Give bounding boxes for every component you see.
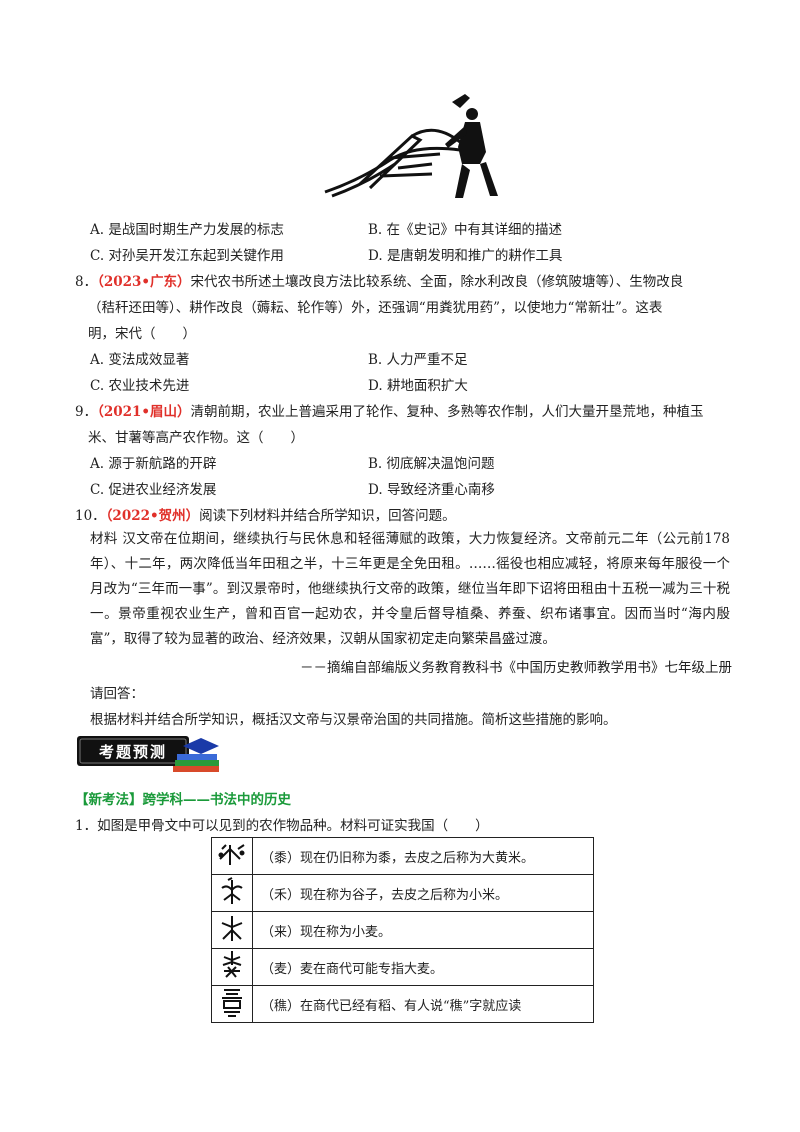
section-heading: 【新考法】跨学科——书法中的历史: [75, 788, 291, 808]
q9-option-a[interactable]: A. 源于新航路的开辟: [90, 456, 217, 472]
q8-option-c[interactable]: C. 农业技术先进: [90, 378, 190, 394]
row-text: （来）现在称为小麦。: [252, 911, 594, 949]
q7-option-d[interactable]: D. 是唐朝发明和推广的耕作工具: [368, 248, 563, 264]
row-text: （麦）麦在商代可能专指大麦。: [252, 948, 594, 986]
q8-option-b[interactable]: B. 人力严重不足: [368, 352, 468, 368]
exam-prediction-badge: 考题预测: [75, 730, 225, 780]
oracle-bone-table: （黍）现在仍旧称为黍，去皮之后称为大黄米。 （禾）现在称为谷子，去皮之后称为小米…: [211, 837, 594, 1023]
q9-source: （2021•眉山）: [97, 404, 191, 420]
q10-citation: －－摘编自部编版义务教育教科书《中国历史教师教学用书》七年级上册: [300, 660, 732, 676]
q8-stem-line1: 8．（2023•广东）宋代农书所述土壤改良方法比较系统、全面，除水利改良（修筑陂…: [75, 274, 684, 290]
glyph-zhuo-icon: [211, 985, 253, 1023]
q7-option-b[interactable]: B. 在《史记》中有其详细的描述: [368, 222, 563, 238]
q8-stem-line2: （秸秆还田等）、耕作改良（薅耘、轮作等）外，还强调“用粪犹用药”，以使地力“常新…: [88, 300, 663, 316]
glyph-mai-icon: [211, 948, 253, 986]
section-tag: 【新考法】: [75, 792, 143, 808]
row-text: （禾）现在称为谷子，去皮之后称为小米。: [252, 874, 594, 912]
plough-illustration: [324, 94, 498, 198]
q7-option-a[interactable]: A. 是战国时期生产力发展的标志: [90, 222, 284, 238]
q8-option-a[interactable]: A. 变法成效显著: [90, 352, 190, 368]
books-icon: [173, 738, 219, 772]
q10-stem: 10．（2022•贺州）阅读下列材料并结合所学知识，回答问题。: [75, 508, 456, 524]
glyph-lai-icon: [211, 911, 253, 949]
q10-material: 材料 汉文帝在位期间，继续执行与民休息和轻徭薄赋的政策，大力恢复经济。文帝前元二…: [90, 531, 730, 647]
q9-stem-line1: 9．（2021•眉山）清朝前期，农业上普遍采用了轮作、复种、多熟等农作制，人们大…: [75, 404, 704, 420]
q8-stem-line3: 明，宋代（ ）: [88, 326, 196, 342]
section-title: 跨学科——书法中的历史: [142, 792, 292, 808]
q9-option-b[interactable]: B. 彻底解决温饱问题: [368, 456, 495, 472]
q9-stem-line2: 米、甘薯等高产农作物。这（ ）: [88, 430, 304, 446]
table-row: （来）现在称为小麦。: [211, 911, 594, 949]
q7-option-c[interactable]: C. 对孙吴开发江东起到关键作用: [90, 248, 284, 264]
q10-task: 根据材料并结合所学知识，概括汉文帝与汉景帝治国的共同措施。简析这些措施的影响。: [90, 712, 617, 728]
q9-option-c[interactable]: C. 促进农业经济发展: [90, 482, 217, 498]
table-row: （穛）在商代已经有稻、有人说“穛”字就应读: [211, 985, 594, 1023]
row-text: （穛）在商代已经有稻、有人说“穛”字就应读: [252, 985, 594, 1023]
glyph-he-icon: [211, 874, 253, 912]
table-row: （黍）现在仍旧称为黍，去皮之后称为大黄米。: [211, 837, 594, 875]
badge-text: 考题预测: [99, 743, 167, 761]
q8-option-d[interactable]: D. 耕地面积扩大: [368, 378, 468, 394]
table-row: （禾）现在称为谷子，去皮之后称为小米。: [211, 874, 594, 912]
q8-source: （2023•广东）: [97, 274, 191, 290]
q10-prompt: 请回答：: [90, 686, 144, 702]
q9-option-d[interactable]: D. 导致经济重心南移: [368, 482, 495, 498]
q1-stem: 1．如图是甲骨文中可以见到的农作物品种。材料可证实我国（ ）: [75, 818, 489, 834]
table-row: （麦）麦在商代可能专指大麦。: [211, 948, 594, 986]
glyph-shu-icon: [211, 837, 253, 875]
q10-source: （2022•贺州）: [105, 508, 200, 524]
row-text: （黍）现在仍旧称为黍，去皮之后称为大黄米。: [252, 837, 594, 875]
